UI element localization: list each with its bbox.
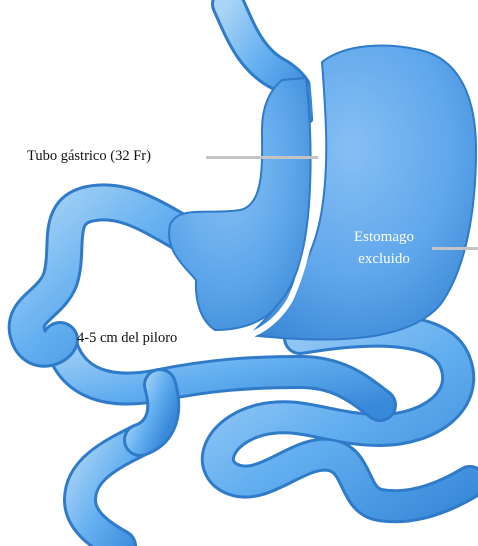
tube-leader-line [206, 156, 318, 159]
pylorus-label: 4-5 cm del piloro [77, 330, 177, 347]
excluded-label-line2: excluido [336, 248, 432, 270]
tube-label: Tubo gástrico (32 Fr) [27, 148, 151, 165]
excluded-leader-line [432, 247, 478, 250]
jejunal-limb [27, 202, 185, 348]
excluded-label-line1: Estomago [336, 226, 432, 248]
small-intestine [60, 331, 470, 546]
